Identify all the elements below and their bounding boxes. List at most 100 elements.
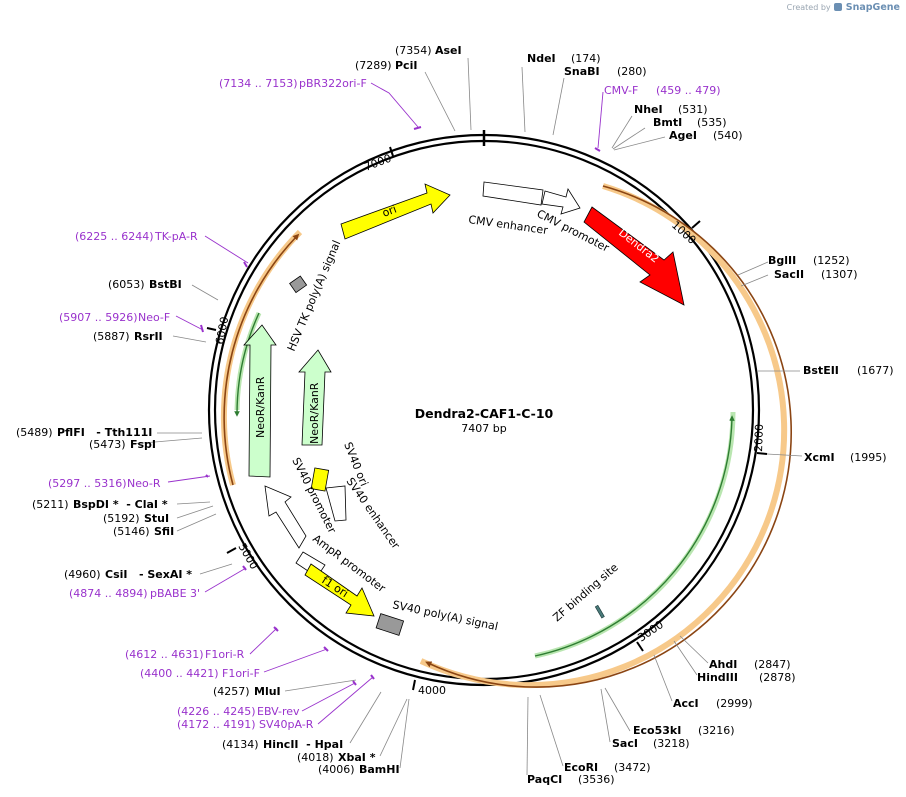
enzyme-label[interactable]: (6053)BstBI	[108, 278, 182, 291]
enzyme-label[interactable]: AgeI(540)	[669, 129, 743, 142]
enzyme-label[interactable]: SacII(1307)	[774, 268, 858, 281]
enzyme-label[interactable]: XcmI(1995)	[804, 451, 887, 464]
enzyme-label[interactable]: (5211)BspDI * - ClaI *	[32, 498, 168, 511]
enzyme-label[interactable]: AhdI(2847)	[709, 658, 791, 671]
enzyme-label[interactable]: (5192) StuI	[103, 512, 169, 525]
svg-text:BglII: BglII	[768, 254, 796, 267]
branding-prefix: Created by	[786, 3, 831, 12]
svg-text:(3216): (3216)	[698, 724, 735, 737]
svg-text:NheI: NheI	[634, 103, 663, 116]
feature-label-zf-binding-site: ZF binding site	[550, 561, 620, 625]
svg-text:(1252): (1252)	[813, 254, 850, 267]
feature-cmv-promoter[interactable]	[541, 187, 581, 215]
feature-sv40-enhancer[interactable]	[325, 485, 347, 522]
enzyme-label[interactable]: (4257)MluI	[213, 685, 281, 698]
svg-text:CsiI - SexAI *: CsiI - SexAI *	[105, 568, 192, 581]
svg-text:HincII - HpaI: HincII - HpaI	[263, 738, 343, 751]
snapgene-logo-icon	[834, 3, 843, 11]
enzyme-label[interactable]: HindIII(2878)	[697, 671, 796, 684]
svg-text:TK-pA-R: TK-pA-R	[154, 230, 198, 243]
primer-label[interactable]: (4400 .. 4421)F1ori-F	[140, 667, 260, 680]
enzyme-label[interactable]: (7354)AseI	[395, 44, 462, 57]
enzyme-label[interactable]: Eco53kI(3216)	[633, 724, 735, 737]
svg-text:SV40pA-R: SV40pA-R	[259, 718, 314, 731]
svg-text:(4134): (4134)	[222, 738, 259, 751]
svg-text:F1ori-R: F1ori-R	[205, 648, 245, 661]
svg-text:(4006): (4006)	[318, 763, 355, 776]
svg-text:(4400 .. 4421): (4400 .. 4421)	[140, 667, 219, 680]
feature-neor-kanr-inner[interactable]	[298, 349, 332, 446]
svg-text:(3218): (3218)	[653, 737, 690, 750]
feature-zf-binding-site[interactable]	[594, 604, 605, 619]
tick-label-4000: 4000	[418, 684, 446, 697]
primer-lines	[167, 82, 604, 725]
svg-text:FspI: FspI	[130, 438, 156, 451]
enzyme-label[interactable]: NheI(531)	[634, 103, 708, 116]
svg-text:(5297 .. 5316): (5297 .. 5316)	[48, 477, 127, 490]
feature-sv40-ori[interactable]	[310, 467, 330, 492]
enzyme-label[interactable]: (7289)PciI	[355, 59, 417, 72]
feature-neor-kanr-outer[interactable]	[243, 324, 277, 478]
primer-label[interactable]: (4874 .. 4894)pBABE 3'	[69, 587, 200, 600]
enzyme-label[interactable]: EcoRI(3472)	[564, 761, 651, 774]
enzyme-label[interactable]: (5489)PflFI - Tth111I	[16, 426, 152, 439]
enzyme-label[interactable]: (4960) CsiI - SexAI *	[64, 568, 192, 581]
primer-label[interactable]: CMV-F(459 .. 479)	[604, 84, 721, 97]
tick-label-7000: 7000	[362, 152, 393, 174]
svg-text:(535): (535)	[697, 116, 727, 129]
svg-text:(7354): (7354)	[395, 44, 432, 57]
primer-label[interactable]: (6225 .. 6244)TK-pA-R	[75, 230, 198, 243]
svg-text:(5146): (5146)	[113, 525, 150, 538]
enzyme-label[interactable]: SnaBI(280)	[564, 65, 647, 78]
feature-label-neor-kanr-inner: NeoR/KanR	[308, 382, 321, 444]
primer-label[interactable]: (5297 .. 5316)Neo-R	[48, 477, 161, 490]
svg-text:(5192): (5192)	[103, 512, 140, 525]
svg-text:(7134 .. 7153): (7134 .. 7153)	[219, 77, 298, 90]
primer-labels: (7134 .. 7153)pBR322ori-F CMV-F(459 .. 4…	[48, 77, 721, 731]
feature-dendra2[interactable]	[583, 206, 685, 306]
enzyme-label[interactable]: BmtI(535)	[653, 116, 727, 129]
svg-text:(7289): (7289)	[355, 59, 392, 72]
svg-text:(6225 .. 6244): (6225 .. 6244)	[75, 230, 154, 243]
enzyme-label[interactable]: (4018)XbaI *	[297, 751, 376, 764]
enzyme-label[interactable]: PaqCI(3536)	[527, 773, 615, 786]
enzyme-label[interactable]: (4006)BamHI	[318, 763, 400, 776]
feature-label-hsv-tk-polya: HSV TK poly(A) signal	[285, 238, 344, 353]
svg-text:(1307): (1307)	[821, 268, 858, 281]
feature-cmv-enhancer[interactable]	[482, 181, 544, 206]
primer-label[interactable]: (4226 .. 4245)EBV-rev	[177, 705, 300, 718]
enzyme-label[interactable]: BstEII(1677)	[803, 364, 894, 377]
svg-text:StuI: StuI	[144, 512, 169, 525]
enzyme-label[interactable]: SacI (3218)	[612, 737, 690, 750]
feature-hsv-tk-polya[interactable]	[289, 275, 308, 294]
svg-text:RsrII: RsrII	[134, 330, 163, 343]
svg-text:XbaI *: XbaI *	[338, 751, 376, 764]
enzyme-label[interactable]: (5473) FspI	[89, 438, 156, 451]
svg-text:AgeI: AgeI	[669, 129, 697, 142]
svg-text:(5907 .. 5926): (5907 .. 5926)	[59, 311, 138, 324]
enzyme-label[interactable]: AccI(2999)	[673, 697, 753, 710]
svg-text:SacI: SacI	[612, 737, 638, 750]
tick-label-6000: 6000	[213, 316, 231, 346]
primer-label[interactable]: (4172 .. 4191)SV40pA-R	[177, 718, 314, 731]
svg-text:(5473): (5473)	[89, 438, 126, 451]
svg-text:EcoRI: EcoRI	[564, 761, 598, 774]
feature-ori[interactable]	[340, 183, 451, 240]
svg-text:(4960): (4960)	[64, 568, 101, 581]
enzyme-label[interactable]: (5146)SfiI	[113, 525, 174, 538]
feature-f1-ori[interactable]	[304, 563, 375, 617]
leader-lines	[130, 57, 803, 776]
primer-label[interactable]: (4612 .. 4631)F1ori-R	[125, 648, 245, 661]
svg-text:HindIII: HindIII	[697, 671, 738, 684]
enzyme-label[interactable]: (4134) HincII - HpaI	[222, 738, 343, 751]
enzyme-label[interactable]: BglII (1252)	[768, 254, 850, 267]
enzyme-label[interactable]: NdeI(174)	[527, 52, 601, 65]
feature-label-ori: ori	[380, 203, 398, 220]
primer-label[interactable]: (7134 .. 7153)pBR322ori-F	[219, 77, 367, 90]
neo-line-outer-right	[534, 415, 735, 657]
enzyme-label[interactable]: (5887)RsrII	[93, 330, 163, 343]
feature-sv40-polya[interactable]	[375, 613, 405, 636]
feature-sv40-promoter[interactable]	[264, 485, 307, 549]
feature-label-f1-ori: f1 ori	[319, 574, 350, 601]
primer-label[interactable]: (5907 .. 5926)Neo-F	[59, 311, 170, 324]
